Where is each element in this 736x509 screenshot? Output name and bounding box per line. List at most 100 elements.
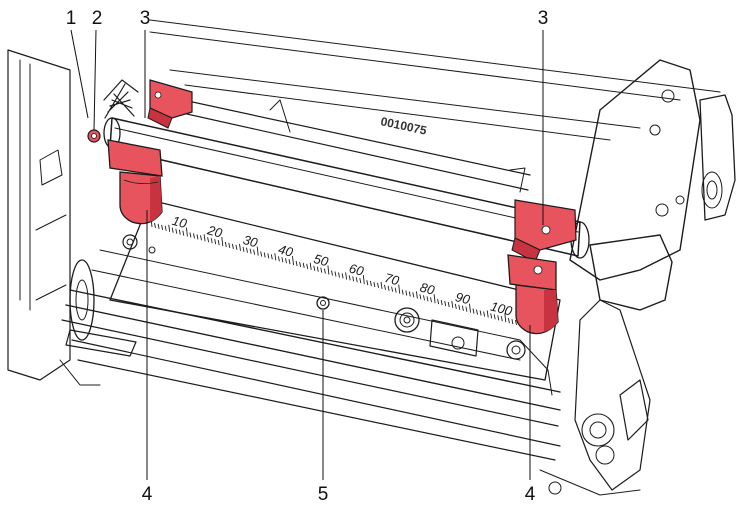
scale-tick <box>398 284 401 294</box>
scale-tick <box>228 242 231 248</box>
scale-tick <box>511 319 514 325</box>
scale-tick <box>433 294 436 304</box>
scale-ticks <box>150 217 521 327</box>
scale-tick <box>430 297 432 303</box>
scale-tick <box>352 276 355 282</box>
scale-tick <box>451 300 454 308</box>
scale-tick <box>249 248 252 254</box>
scale-tick <box>164 225 167 231</box>
scale-tick <box>210 238 213 244</box>
scale-label: 30 <box>241 232 260 250</box>
scale-tick <box>193 233 195 239</box>
scale-tick <box>461 305 464 311</box>
scale-tick <box>380 281 383 289</box>
scale-tick <box>373 281 376 288</box>
scale-tick <box>366 280 369 286</box>
scale-tick <box>391 286 394 292</box>
scale-tick <box>447 301 450 308</box>
scale-label: 50 <box>312 251 331 269</box>
scale-tick <box>196 234 199 240</box>
scale-tick <box>231 243 234 249</box>
scale-tick <box>267 253 270 259</box>
scale-tick <box>217 240 220 246</box>
leader-2 <box>93 29 97 131</box>
scale-tick <box>182 230 185 236</box>
scale-tick <box>207 237 210 243</box>
scale-label: 20 <box>205 222 225 241</box>
scale-tick <box>327 265 330 275</box>
lower-roller <box>59 259 561 461</box>
scale-tick <box>500 316 503 322</box>
scale-tick <box>507 318 510 324</box>
scale-tick <box>256 246 259 256</box>
scale-tick <box>469 303 471 313</box>
scale-tick <box>277 256 280 262</box>
scale-label: 100 <box>489 299 515 319</box>
scale-tick <box>497 315 500 321</box>
set-screw <box>316 296 330 310</box>
scale-tick <box>486 310 489 318</box>
scale-tick <box>440 300 443 306</box>
scale-tick <box>387 285 390 291</box>
scale-tick <box>154 222 156 229</box>
scale-tick <box>281 257 284 263</box>
right-clamp-4 <box>507 254 559 335</box>
callout-2: 2 <box>92 8 103 29</box>
callout-4-right: 4 <box>525 484 536 505</box>
scale-tick <box>394 287 397 293</box>
scale-tick <box>157 223 160 229</box>
scale-label: 70 <box>383 270 402 288</box>
scale-tick <box>200 235 202 241</box>
scale-tick <box>490 313 493 319</box>
scale-tick <box>214 239 217 245</box>
scale-tick <box>415 291 418 299</box>
part-number-label: 0010075 <box>379 114 428 137</box>
scale-label: 10 <box>171 213 190 231</box>
scale-tick <box>408 291 411 297</box>
scale-tick <box>309 262 312 270</box>
leader-lines <box>70 29 544 480</box>
scale-tick <box>444 300 447 307</box>
scale-tick <box>189 232 192 238</box>
scale-tick <box>423 295 425 301</box>
callout-4-left: 4 <box>142 484 153 505</box>
scale-label: 90 <box>454 289 473 307</box>
scale-tick <box>203 234 206 242</box>
scale-tick <box>401 289 404 295</box>
scale-tick <box>338 272 340 278</box>
scale-tick <box>419 294 422 300</box>
scale-tick <box>472 308 475 314</box>
scale-tick <box>253 249 256 255</box>
scale-tick <box>270 254 273 260</box>
scale-label: 60 <box>348 261 367 279</box>
right-bracket-3 <box>511 199 577 263</box>
scale-tick <box>260 251 263 257</box>
scale-label: 80 <box>418 280 437 298</box>
scale-tick <box>161 224 164 230</box>
scale-label: 40 <box>277 242 296 260</box>
scale-tick <box>412 292 415 298</box>
callouts: 1 2 3 3 4 5 4 <box>66 8 549 505</box>
scale-tick <box>362 275 365 285</box>
scale-tick <box>288 259 291 265</box>
plate-screws <box>122 234 526 360</box>
scale-tick <box>341 273 344 279</box>
scale-tick <box>493 314 496 320</box>
callout-3-left: 3 <box>140 8 151 29</box>
scale-tick <box>302 262 305 268</box>
left-clamp-4 <box>107 139 163 225</box>
left-bracket-3 <box>147 79 193 129</box>
scale-tick <box>331 270 333 276</box>
scale-tick <box>465 306 468 312</box>
printer-housing <box>7 19 736 496</box>
scale-tick <box>320 267 323 273</box>
scale-tick <box>479 310 482 316</box>
scale-tick <box>185 227 188 237</box>
scale-tick <box>359 278 362 284</box>
scale-tick <box>384 284 386 290</box>
scale-tick <box>334 271 337 277</box>
scale-tick <box>299 261 302 268</box>
scale-tick <box>168 224 171 232</box>
scale-tick <box>239 243 241 251</box>
